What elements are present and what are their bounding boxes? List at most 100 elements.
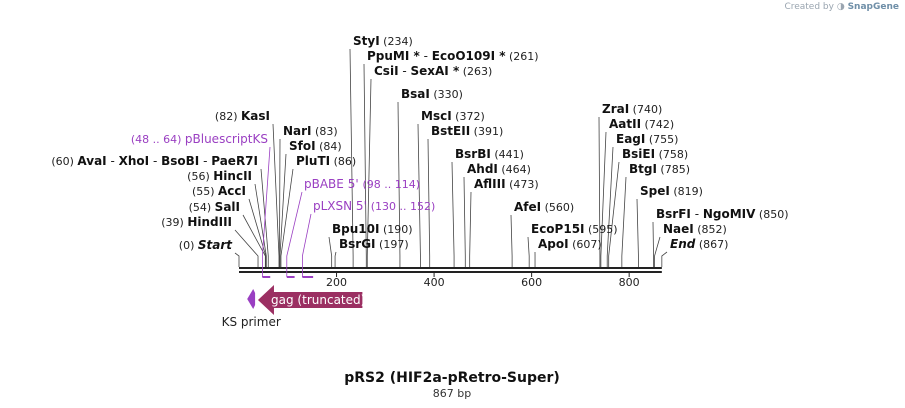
primer-leader-plxsn5 <box>302 213 312 277</box>
site-position: (819) <box>670 185 703 198</box>
leader-line-bsrfi <box>652 221 654 267</box>
site-label-bsrbi: BsrBI (441) <box>455 147 524 161</box>
site-enzyme-name: Bpu10I <box>332 222 379 236</box>
site-position: (595) <box>585 223 618 236</box>
site-label-bsiei: BsiEI (758) <box>622 147 688 161</box>
site-position: (263) <box>459 65 492 78</box>
site-label-acci: (55) AccI <box>192 184 246 198</box>
site-position: (60) <box>51 155 77 168</box>
site-enzyme-name: BsrGI <box>339 237 376 251</box>
site-enzyme-name: PpuMI * <box>367 49 421 63</box>
site-enzyme-name: NarI <box>283 124 312 138</box>
site-label-ahdi: AhdI (464) <box>467 162 531 176</box>
site-label-naei: NaeI (852) <box>663 222 727 236</box>
site-position: (785) <box>657 163 690 176</box>
primer-leader-pbluescriptks <box>262 146 271 277</box>
site-label-bsteii: BstEII (391) <box>431 124 503 138</box>
site-enzyme-name: BsrFI <box>656 207 691 221</box>
site-position: (86) <box>330 155 356 168</box>
leader-line-acci <box>248 198 267 267</box>
site-separator: - <box>107 154 119 168</box>
feature-annotations: gag (truncated) KS primer <box>222 285 365 329</box>
feature-arrow-gag <box>257 285 363 315</box>
feature-label-ks-primer: KS primer <box>222 315 281 329</box>
site-enzyme-name: AhdI <box>467 162 498 176</box>
leader-line-bsrgi <box>334 251 337 267</box>
site-position: (850) <box>755 208 788 221</box>
site-label-avai: (60) AvaI - XhoI - BsoBI - PaeR7I <box>51 154 258 168</box>
site-separator: - <box>420 49 432 63</box>
site-enzyme-name: PaeR7I <box>211 154 258 168</box>
leader-line-csii <box>366 78 372 267</box>
site-enzyme-name: BsiEI <box>622 147 655 161</box>
leader-line-pluti <box>280 168 294 267</box>
site-position: (190) <box>379 223 412 236</box>
site-position: (82) <box>215 110 241 123</box>
primer-range: (48 .. 64) <box>131 133 185 146</box>
site-position: (755) <box>645 133 678 146</box>
site-position: (83) <box>312 125 338 138</box>
site-enzyme-name: CsiI <box>374 64 399 78</box>
leader-line-btgi <box>621 176 627 267</box>
credit-brand: SnapGene <box>847 2 899 12</box>
site-label-bsrfi: BsrFI - NgoMIV (850) <box>656 207 789 221</box>
site-enzyme-name: HincII <box>213 169 252 183</box>
snapgene-credit: Created by ◑ SnapGene <box>784 2 899 12</box>
site-enzyme-name: NaeI <box>663 222 694 236</box>
site-enzyme-name: KasI <box>241 109 270 123</box>
site-enzyme-name: BstEII <box>431 124 470 138</box>
site-enzyme-name: PluTI <box>296 154 330 168</box>
site-separator: - <box>149 154 161 168</box>
site-label-apoi: ApoI (607) <box>538 237 602 251</box>
site-label-afliii: AflIII (473) <box>474 177 539 191</box>
site-enzyme-name: AflIII <box>474 177 506 191</box>
feature-label-gag: gag (truncated) <box>271 293 365 307</box>
site-position: (56) <box>187 170 213 183</box>
leader-line-afei <box>510 214 513 267</box>
site-enzyme-name: SexAI * <box>411 64 460 78</box>
leader-line-hincii <box>254 183 267 267</box>
leader-line-avai <box>260 168 269 267</box>
site-enzyme-name: HindIII <box>187 215 232 229</box>
site-position: (473) <box>506 178 539 191</box>
site-position: (441) <box>491 148 524 161</box>
map-title: pRS2 (HIF2a-pRetro-Super) <box>344 370 560 386</box>
site-label-sali: (54) SalI <box>189 200 240 214</box>
site-enzyme-name: SfoI <box>289 139 316 153</box>
site-enzyme-name: AccI <box>218 184 246 198</box>
site-enzyme-name: SpeI <box>640 184 670 198</box>
site-enzyme-name: BsoBI <box>161 154 199 168</box>
primer-name: pBABE 5' <box>304 177 362 191</box>
leader-line-styi <box>349 48 354 267</box>
site-position: (607) <box>569 238 602 251</box>
site-separator: - <box>691 207 703 221</box>
snapgene-logo-icon: ◑ <box>836 2 845 12</box>
primer-name: pBluescriptKS <box>185 132 268 146</box>
site-label-bsai: BsaI (330) <box>401 87 463 101</box>
site-enzyme-name: Start <box>198 238 233 252</box>
leader-line-bsteii <box>427 138 431 267</box>
site-label-zrai: ZraI (740) <box>602 102 662 116</box>
site-position: (84) <box>316 140 342 153</box>
site-position: (758) <box>655 148 688 161</box>
site-enzyme-name: BsaI <box>401 87 430 101</box>
site-position: (261) <box>506 50 539 63</box>
site-label-bpu10i: Bpu10I (190) <box>332 222 413 236</box>
leader-line-kasi <box>272 123 280 267</box>
site-separator: - <box>199 154 211 168</box>
site-label-kasi: (82) KasI <box>215 109 270 123</box>
leader-line-hindiii <box>234 229 259 267</box>
site-position: (55) <box>192 185 218 198</box>
site-position: (560) <box>541 201 574 214</box>
primer-label-pbluescriptks: (48 .. 64) pBluescriptKS <box>131 132 268 146</box>
site-label-csii: CsiI - SexAI * (263) <box>374 64 492 78</box>
leader-line-eagi <box>606 146 614 267</box>
feature-arrow-ks-primer <box>247 289 256 309</box>
leader-line-naei <box>654 236 661 267</box>
leader-line-bsiei <box>608 161 620 267</box>
site-enzyme-name: AatII <box>609 117 641 131</box>
site-position: (39) <box>161 216 187 229</box>
site-enzyme-name: End <box>670 237 696 251</box>
